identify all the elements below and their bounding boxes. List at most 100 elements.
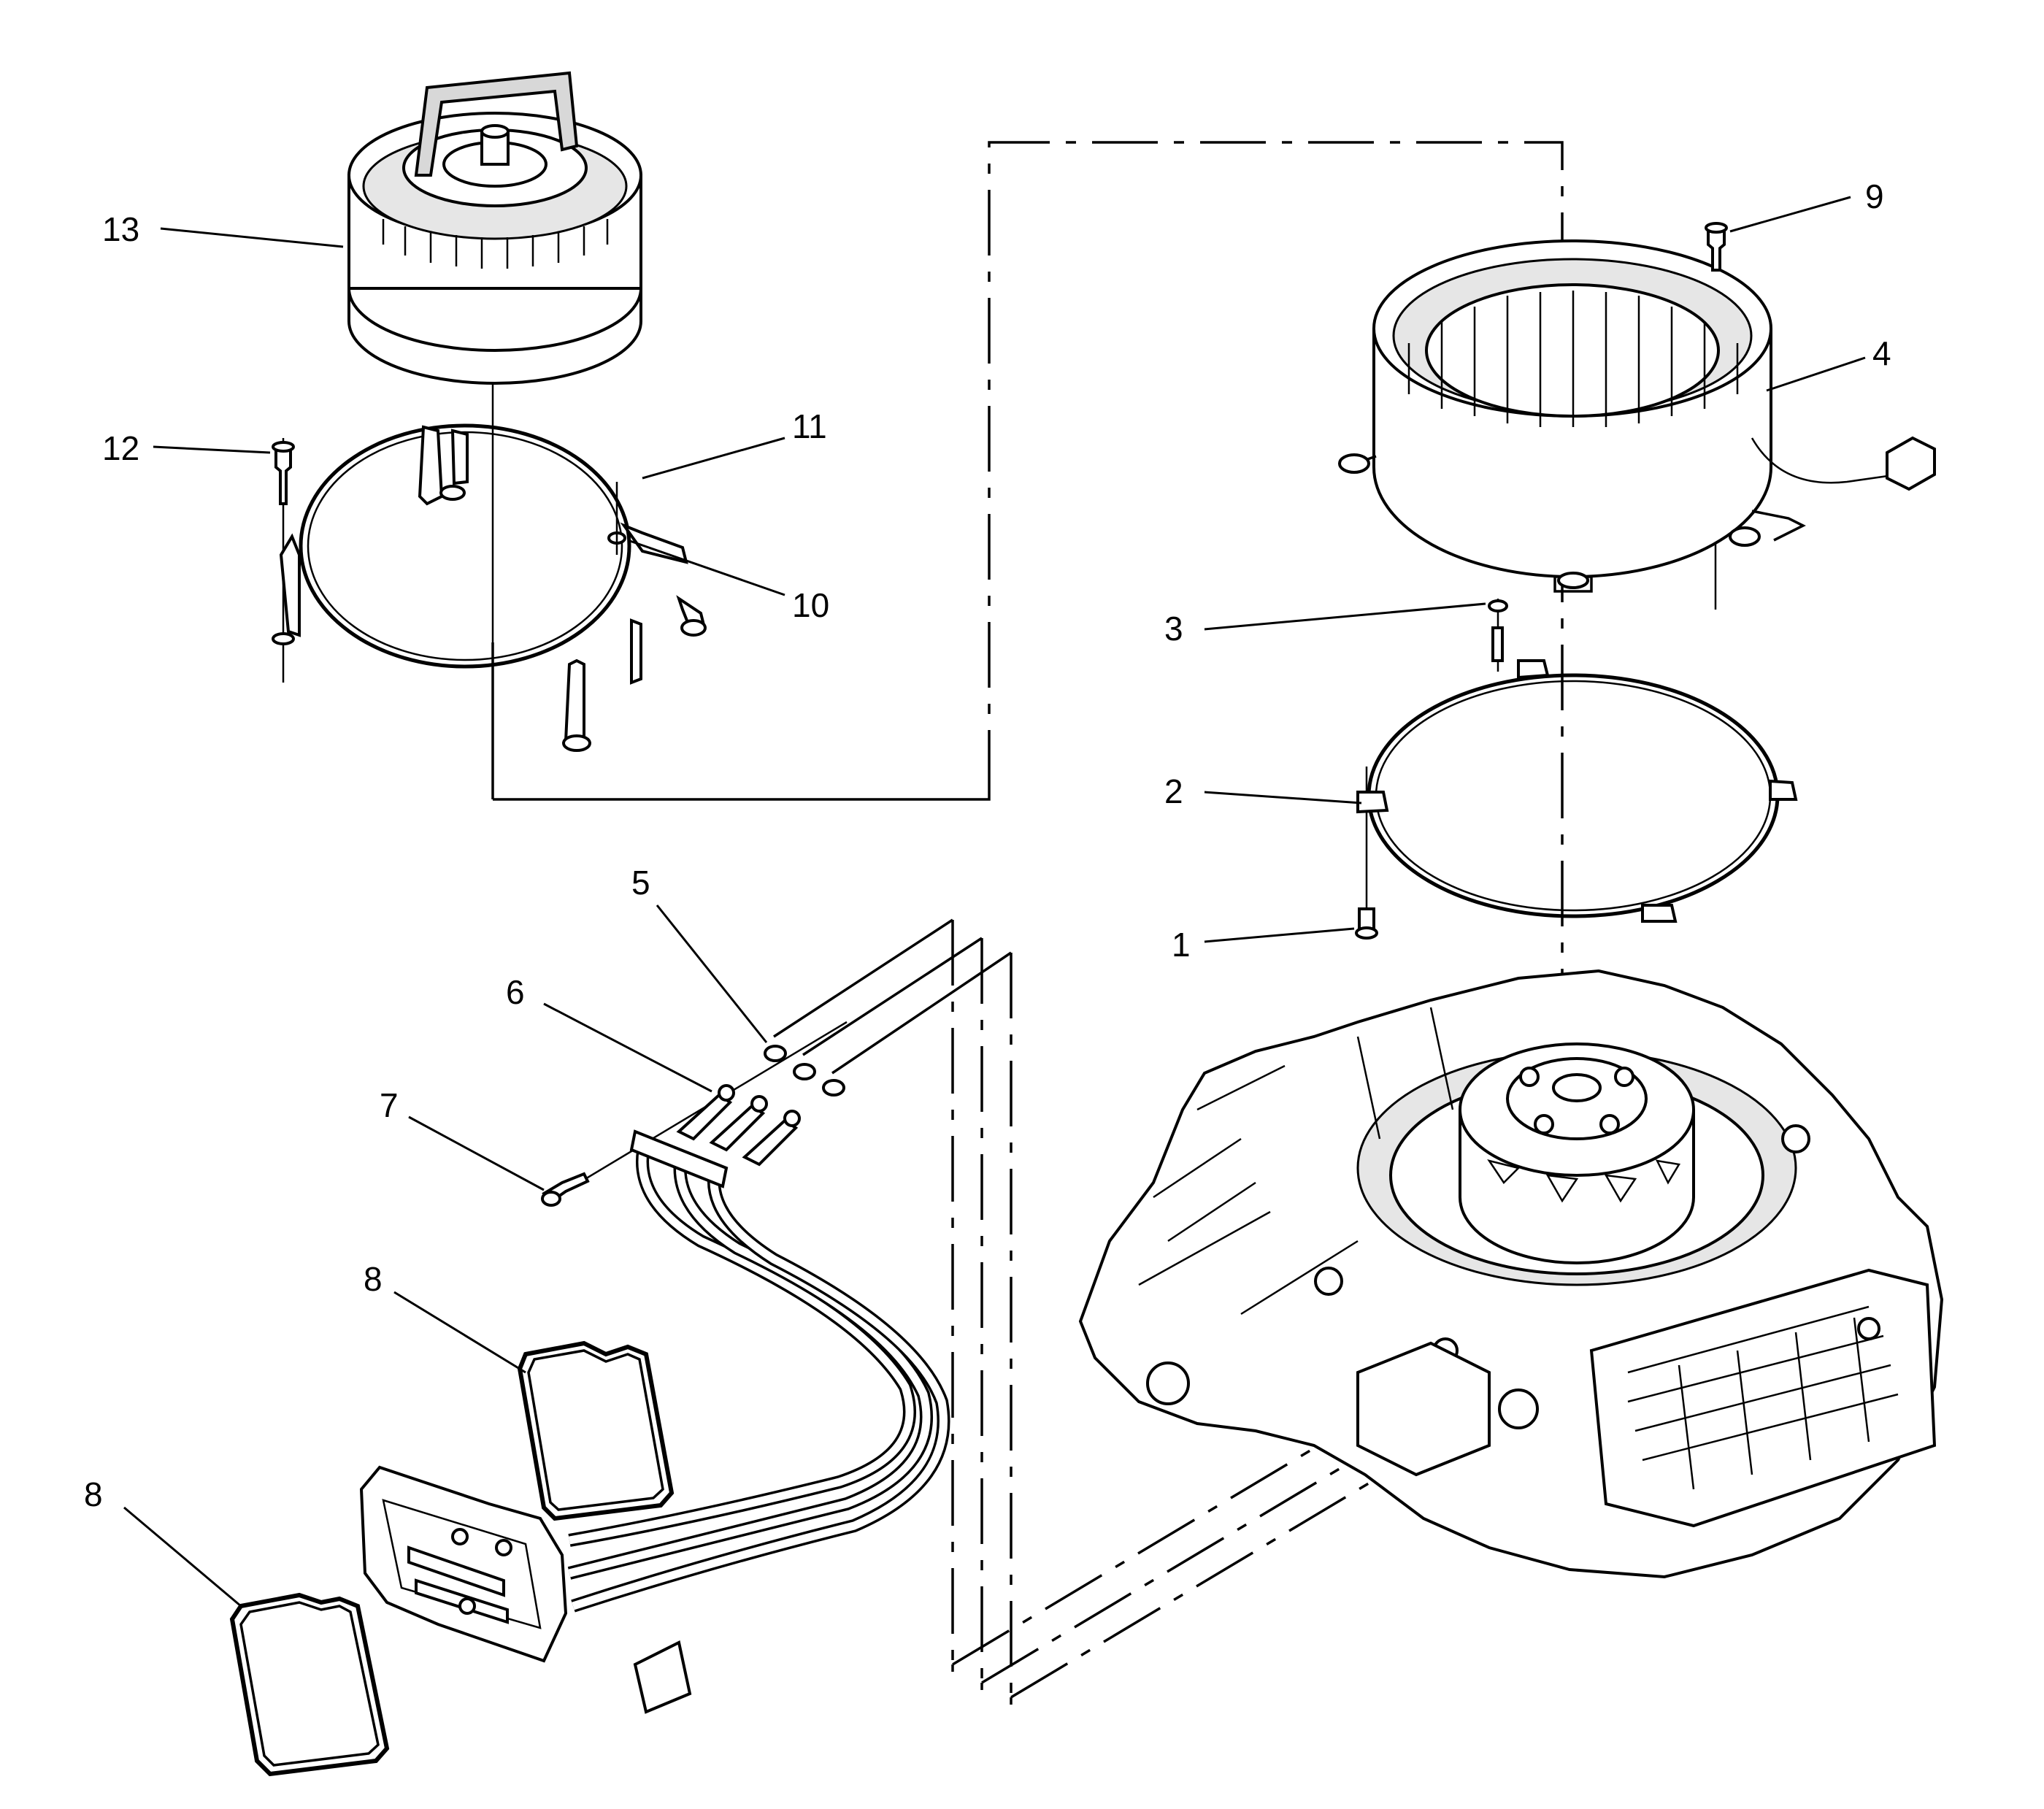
stator-ear-3	[1557, 572, 1589, 589]
seal-5a	[764, 1045, 787, 1062]
leader-12	[153, 445, 271, 454]
rotor-lift-handle	[414, 71, 579, 177]
callout-4: 4	[1872, 334, 1891, 372]
rotor-body-sides	[347, 175, 642, 292]
gaskets	[229, 1340, 675, 1777]
callout-8-upper: 8	[364, 1260, 383, 1298]
gasket-8-upper	[517, 1340, 675, 1521]
left-ring-tab-3	[620, 522, 688, 564]
leader-13	[160, 227, 344, 248]
seal-5c	[822, 1079, 845, 1096]
ring-terminal-1	[676, 1093, 733, 1141]
leader-8b	[123, 1506, 242, 1608]
carrier-windows	[1487, 1159, 1681, 1203]
left-ring-leg-3	[450, 429, 469, 485]
case-ribs	[1138, 1007, 1454, 1316]
cable-route-diag-1	[952, 1407, 1380, 1666]
ring-terminal-2	[709, 1104, 766, 1152]
case-port-2	[1498, 1389, 1539, 1429]
bolt-12-washer	[272, 632, 295, 645]
leader-1	[1204, 927, 1355, 943]
right-ring-outer	[1367, 673, 1780, 918]
bolt-7-axis	[554, 1021, 848, 1199]
callout-8-lower: 8	[84, 1475, 103, 1513]
gasket-8-upper-inner	[527, 1349, 664, 1511]
leader-2	[1204, 791, 1362, 804]
ring-terminal-3	[742, 1118, 799, 1167]
junction-bolt-3	[458, 1597, 476, 1615]
hv-cable-harness	[541, 1045, 950, 1613]
cable-route-bottom	[951, 1664, 1013, 1705]
gasket-8-lower	[229, 1592, 390, 1777]
right-ring-tab-top	[1517, 659, 1550, 680]
carrier-hole-2	[1614, 1067, 1634, 1087]
callout-11: 11	[792, 407, 827, 445]
rotor-offset-line	[491, 642, 991, 801]
valve-body-channels	[1627, 1305, 1899, 1490]
sleeve-3-body	[1491, 626, 1504, 662]
leader-3	[1204, 602, 1486, 631]
callout-10: 10	[792, 586, 829, 624]
leader-4	[1766, 356, 1866, 392]
gasket-8-lower-inner	[239, 1601, 380, 1767]
rotor-slots	[382, 219, 609, 269]
callout-12: 12	[102, 429, 139, 467]
cable-route-diag-2	[981, 1426, 1410, 1684]
bolt-1-head	[1355, 926, 1378, 940]
ring-terminal-eye-3	[783, 1110, 801, 1127]
junction-bracket	[633, 1640, 692, 1714]
callout-5: 5	[631, 864, 650, 902]
cable-route-top	[773, 918, 1012, 1075]
bolt-12-head	[272, 441, 295, 453]
left-busbar-ring	[272, 423, 707, 752]
left-ring-tab-1	[279, 533, 301, 637]
bolt-9	[1707, 225, 1726, 272]
right-ring-tab-left	[1356, 791, 1389, 814]
stator-ear-2	[1729, 526, 1761, 547]
leader-11	[642, 437, 785, 480]
case-terminal-block	[1356, 1341, 1491, 1477]
cable-route-diag-3	[1010, 1440, 1439, 1699]
bolt-7-head	[541, 1191, 561, 1207]
cable-1-core	[569, 1137, 914, 1545]
transmission-case	[1078, 969, 1944, 1579]
carrier-hole-1	[1519, 1067, 1540, 1087]
left-ring-leg-1	[564, 658, 585, 747]
left-ring-inner	[307, 431, 623, 661]
callout-2: 2	[1164, 772, 1183, 810]
junction-box	[359, 1465, 692, 1714]
leader-10	[627, 539, 785, 596]
left-ring-outer	[299, 423, 631, 669]
cable-clamp	[629, 1129, 729, 1188]
seal-5b	[793, 1063, 816, 1080]
rotor-shaft-top	[480, 124, 510, 139]
leader-6	[543, 1002, 712, 1093]
cable-3-core	[572, 1167, 948, 1610]
leader-5	[656, 904, 768, 1043]
stator-assembly	[1338, 222, 1936, 593]
case-port-3	[1314, 1267, 1343, 1296]
callout-labels: 13 12 11 10 9 4 3 2 1 5 6 7 8 8	[84, 177, 1891, 1608]
junction-box-inner	[382, 1499, 542, 1629]
stator-windings	[1407, 291, 1739, 427]
right-ring-tab-bottom	[1641, 904, 1678, 923]
case-port-6	[1857, 1317, 1880, 1340]
right-ring-inner	[1375, 680, 1772, 912]
right-ring-tab-right	[1769, 779, 1798, 801]
carrier-hole-4	[1599, 1114, 1620, 1134]
ring-terminal-eye-2	[750, 1095, 768, 1113]
cable-3	[571, 1166, 950, 1613]
stator-lead-wire	[1751, 437, 1899, 484]
left-ring-foot-1	[562, 734, 591, 752]
right-busbar-ring	[1355, 599, 1798, 940]
leader-9	[1729, 196, 1851, 233]
bolt-9-head	[1705, 222, 1728, 234]
junction-bolt-1	[451, 1528, 469, 1545]
sleeve-3	[1488, 599, 1508, 612]
callout-1: 1	[1172, 926, 1191, 964]
ring-terminal-eye-1	[718, 1084, 735, 1102]
carrier-shaft	[1552, 1073, 1602, 1102]
junction-bolt-2	[495, 1539, 512, 1556]
callout-13: 13	[102, 210, 139, 248]
